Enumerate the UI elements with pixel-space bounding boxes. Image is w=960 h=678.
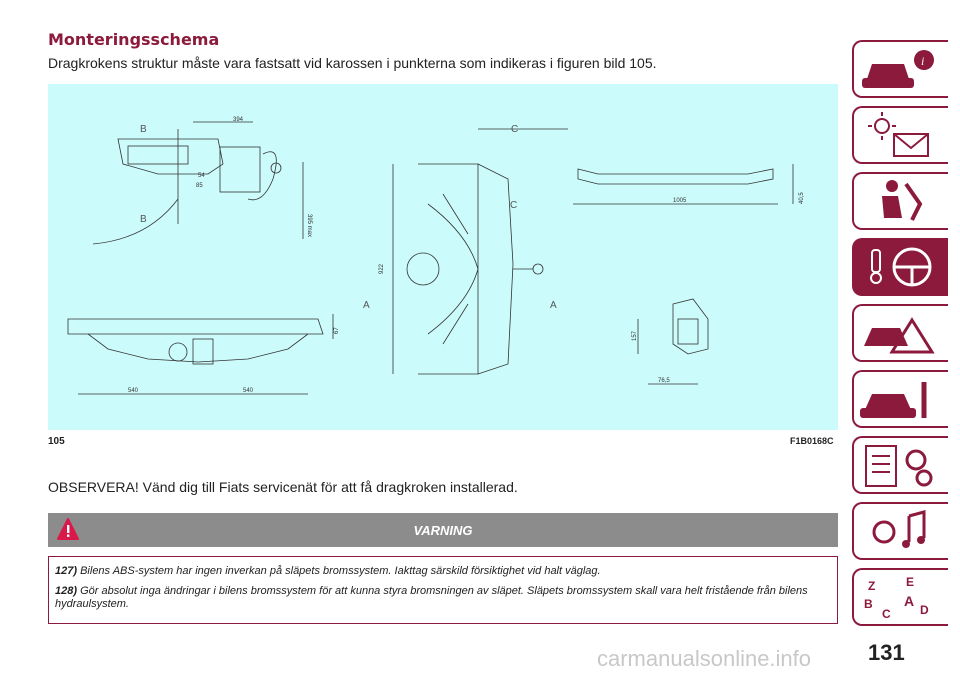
svg-text:A: A: [904, 593, 914, 609]
safety-airbag-icon: [882, 180, 923, 221]
chapter-tab-emergency[interactable]: [852, 304, 948, 362]
dim-157: 157: [632, 330, 638, 341]
label-c-top: C: [511, 124, 518, 135]
steering-wheel-key-icon: [870, 247, 932, 287]
warning-item: 128) Gör absolut inga ändringar i bilens…: [55, 585, 825, 611]
label-a-right: A: [550, 300, 557, 311]
warning-box: 127) Bilens ABS-system har ingen inverka…: [48, 556, 838, 624]
label-b-top: B: [140, 124, 147, 135]
dim-922: 922: [379, 263, 385, 274]
warning-lights-icon: [868, 112, 929, 157]
chapter-tab-multimedia[interactable]: [852, 502, 948, 560]
dim-540a: 540: [128, 388, 139, 394]
warning-header: VARNING: [48, 513, 838, 547]
dim-85: 85: [196, 183, 203, 189]
chapter-tab-specifications[interactable]: [852, 436, 948, 494]
chapter-tab-safety[interactable]: [852, 172, 948, 230]
warning-item-text: Bilens ABS-system har ingen inverkan på …: [80, 565, 601, 577]
svg-text:Z: Z: [868, 579, 875, 593]
chapter-tab-car-info[interactable]: i: [852, 40, 948, 98]
dim-67: 67: [334, 327, 340, 334]
figure-code: F1B0168C: [790, 436, 834, 446]
dim-40: 40,5: [799, 192, 805, 204]
svg-text:E: E: [906, 575, 914, 589]
warning-triangle-icon: [57, 518, 79, 540]
warning-item-text: Gör absolut inga ändringar i bilens brom…: [55, 585, 808, 610]
chapter-tab-index[interactable]: Z E B A C D: [852, 568, 948, 626]
dim-54: 54: [198, 173, 205, 179]
svg-text:B: B: [864, 597, 873, 611]
note-text: OBSERVERA! Vänd dig till Fiats servicenä…: [48, 479, 518, 495]
accident-icon: [864, 317, 935, 354]
label-c-mid: C: [510, 200, 517, 211]
warning-item-number: 128): [55, 585, 78, 597]
diagram-drawing: 394 85 54 395 max B B 922 C C A A 1005 4…: [67, 117, 805, 395]
svg-text:D: D: [920, 603, 929, 617]
mounting-diagram: 394 85 54 395 max B B 922 C C A A 1005 4…: [48, 84, 838, 430]
specifications-icon: [865, 445, 933, 487]
intro-text: Dragkrokens struktur måste vara fastsatt…: [48, 55, 657, 71]
chapter-tab-maintenance[interactable]: [852, 370, 948, 428]
figure-number: 105: [48, 436, 65, 447]
index-icon: Z E B A C D: [864, 575, 929, 621]
dim-76: 76,5: [658, 378, 670, 384]
maintenance-icon: [860, 382, 927, 418]
label-b-bottom: B: [140, 214, 147, 225]
chapter-tab-driving[interactable]: [852, 238, 948, 296]
dim-540b: 540: [243, 388, 254, 394]
car-info-icon: i: [862, 50, 934, 88]
svg-text:i: i: [921, 54, 924, 68]
chapter-tab-lights[interactable]: [852, 106, 948, 164]
page-number: 131: [868, 640, 905, 665]
dim-394: 394: [233, 117, 244, 123]
dim-1005: 1005: [673, 198, 687, 204]
label-a-left: A: [363, 300, 370, 311]
warning-title: VARNING: [413, 523, 473, 538]
svg-text:C: C: [882, 607, 891, 621]
dim-395: 395 max: [306, 214, 312, 237]
warning-item: 127) Bilens ABS-system har ingen inverka…: [55, 565, 825, 578]
warning-item-number: 127): [55, 565, 78, 577]
section-title: Monteringsschema: [48, 30, 220, 49]
multimedia-icon: [872, 510, 926, 548]
watermark: carmanualsonline.info: [597, 646, 812, 671]
